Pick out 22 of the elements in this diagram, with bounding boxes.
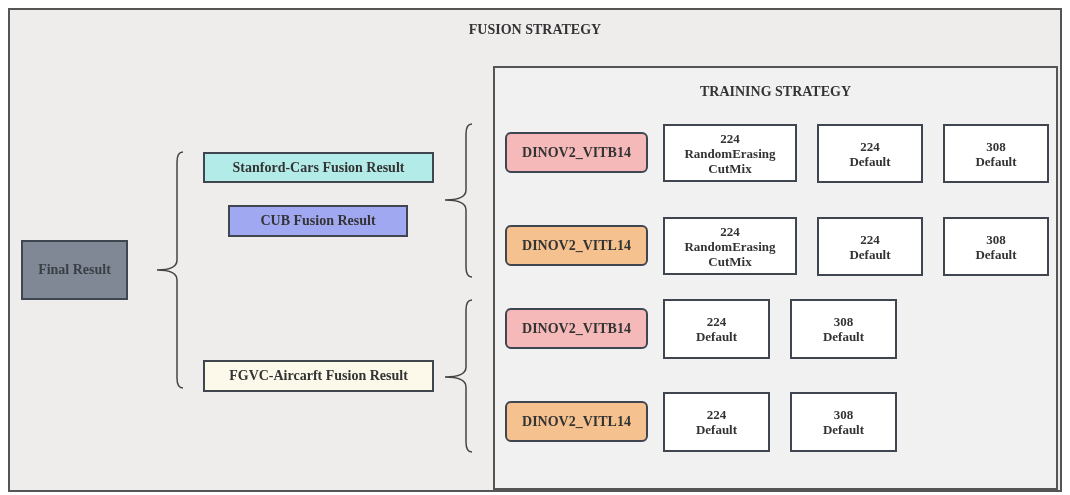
config-box: 224 Default — [817, 124, 923, 183]
config-box: 224 RandomErasing CutMix — [663, 124, 797, 182]
config-box: 308 Default — [943, 217, 1049, 276]
config-box: 224 RandomErasing CutMix — [663, 217, 797, 275]
panel — [8, 8, 1062, 492]
panel — [493, 66, 1058, 490]
model-box: DINOV2_VITL14 — [505, 401, 648, 442]
model-box: DINOV2_VITB14 — [505, 308, 648, 349]
config-box: 224 Default — [663, 299, 770, 359]
config-box: 308 Default — [943, 124, 1049, 183]
result-box: CUB Fusion Result — [228, 205, 408, 237]
config-box: 308 Default — [790, 392, 897, 452]
config-box: 308 Default — [790, 299, 897, 359]
model-box: DINOV2_VITB14 — [505, 132, 648, 173]
panel-title: FUSION STRATEGY — [468, 22, 602, 38]
model-box: DINOV2_VITL14 — [505, 225, 648, 266]
result-box: Stanford-Cars Fusion Result — [203, 152, 434, 183]
result-box: Final Result — [21, 240, 128, 300]
result-box: FGVC-Aircarft Fusion Result — [203, 360, 434, 392]
panel-title: TRAINING STRATEGY — [699, 84, 851, 100]
config-box: 224 Default — [663, 392, 770, 452]
config-box: 224 Default — [817, 217, 923, 276]
